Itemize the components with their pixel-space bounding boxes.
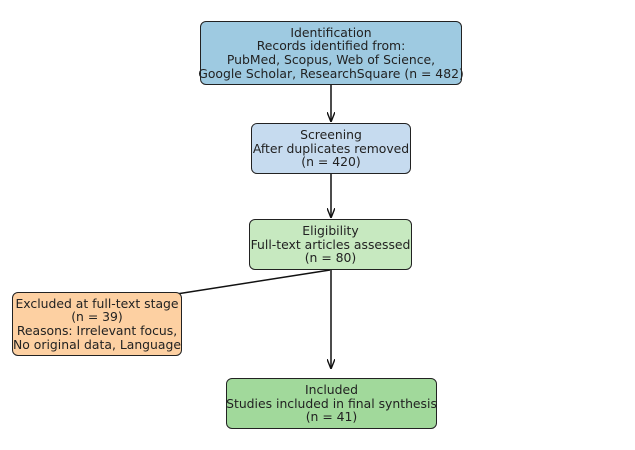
- eligibility-line-1: Full-text articles assessed: [250, 236, 411, 252]
- identification-line-1: Records identified from:: [256, 38, 406, 54]
- excluded-box: Excluded at full-text stage (n = 39) Rea…: [12, 292, 182, 356]
- identification-line-3: Google Scholar, ResearchSquare (n = 482): [198, 65, 464, 81]
- screening-line-2: (n = 420): [301, 154, 361, 170]
- excluded-title: Excluded at full-text stage: [15, 295, 179, 311]
- eligibility-box: Eligibility Full-text articles assessed …: [249, 219, 412, 270]
- identification-box: Identification Records identified from: …: [198, 21, 464, 85]
- excluded-line-2: Reasons: Irrelevant focus,: [16, 323, 178, 338]
- excluded-line-1: (n = 39): [71, 309, 123, 325]
- excluded-line-3: No original data, Language: [13, 336, 181, 352]
- included-title: Included: [305, 382, 358, 398]
- identification-line-2: PubMed, Scopus, Web of Science,: [226, 52, 436, 67]
- eligibility-title: Eligibility: [302, 223, 359, 239]
- screening-title: Screening: [300, 127, 362, 143]
- arrow-eligibility-to-excluded: [151, 269, 331, 298]
- identification-title: Identification: [290, 24, 372, 40]
- included-box: Included Studies included in final synth…: [226, 378, 437, 429]
- screening-line-1: After duplicates removed: [252, 140, 410, 156]
- screening-box: Screening After duplicates removed (n = …: [251, 123, 411, 174]
- eligibility-line-2: (n = 80): [304, 250, 357, 266]
- included-line-2: (n = 41): [305, 409, 358, 425]
- included-line-1: Studies included in final synthesis: [226, 395, 437, 411]
